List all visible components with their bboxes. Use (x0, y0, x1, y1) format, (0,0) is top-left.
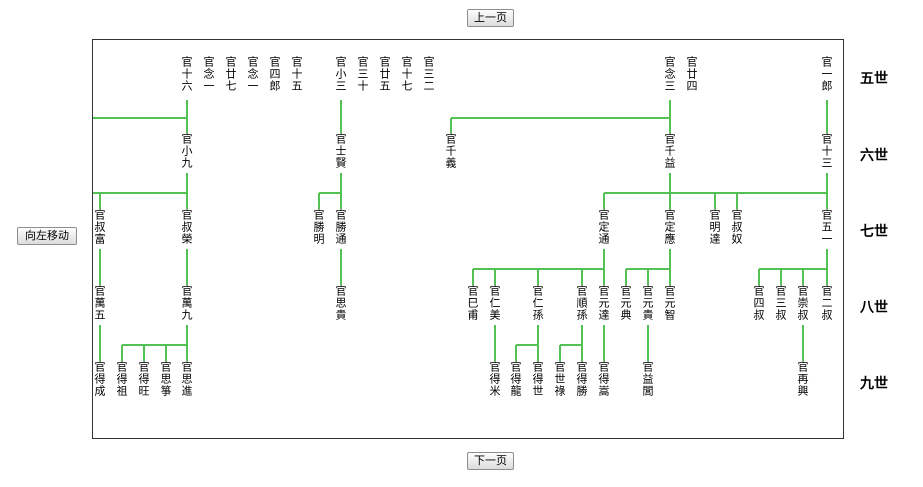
person-node[interactable]: 官士賢 (334, 133, 347, 169)
person-node[interactable]: 官叔富 (93, 209, 106, 245)
person-node[interactable]: 官巳甫 (466, 285, 479, 321)
person-node[interactable]: 官三十 (356, 56, 369, 92)
person-node[interactable]: 官益閭 (641, 361, 654, 397)
move-left-button[interactable]: 向左移动 (17, 227, 77, 245)
person-node[interactable]: 官叔榮 (180, 209, 193, 245)
person-node[interactable]: 官念一 (202, 56, 215, 92)
person-node[interactable]: 官叔奴 (730, 209, 743, 245)
generation-label: 五世 (860, 71, 888, 87)
person-node[interactable]: 官定應 (663, 209, 676, 245)
person-node[interactable]: 官小三 (334, 56, 347, 92)
person-node[interactable]: 官千益 (663, 133, 676, 169)
person-node[interactable]: 官萬五 (93, 285, 106, 321)
generation-label: 八世 (860, 300, 888, 316)
person-node[interactable]: 官崇叔 (796, 285, 809, 321)
person-node[interactable]: 官勝通 (334, 209, 347, 245)
generation-label: 七世 (860, 224, 888, 240)
person-node[interactable]: 官十七 (400, 56, 413, 92)
generation-label: 六世 (860, 148, 888, 164)
person-node[interactable]: 官四郎 (268, 56, 281, 92)
person-node[interactable]: 官得旺 (137, 361, 150, 397)
person-node[interactable]: 官得成 (93, 361, 106, 397)
person-node[interactable]: 官小九 (180, 133, 193, 169)
person-node[interactable]: 官思箏 (159, 361, 172, 397)
person-node[interactable]: 官五一 (820, 209, 833, 245)
person-node[interactable]: 官廿五 (378, 56, 391, 92)
next-page-button[interactable]: 下一页 (467, 452, 514, 470)
person-node[interactable]: 官順孫 (575, 285, 588, 321)
person-node[interactable]: 官十五 (290, 56, 303, 92)
person-node[interactable]: 官勝明 (312, 209, 325, 245)
person-node[interactable]: 官定通 (597, 209, 610, 245)
family-tree-panel: 官十六 官念一 官廿七 官念一 官四郎 官十五 官小三 官三十 官廿五 官十七 … (92, 39, 844, 439)
person-node[interactable]: 官元貴 (641, 285, 654, 321)
person-node[interactable]: 官得祖 (115, 361, 128, 397)
person-node[interactable]: 官世祿 (553, 361, 566, 397)
person-node[interactable]: 官思貴 (334, 285, 347, 321)
person-node[interactable]: 官十六 (180, 56, 193, 92)
person-node[interactable]: 官仁孫 (531, 285, 544, 321)
person-node[interactable]: 官明達 (708, 209, 721, 245)
person-node[interactable]: 官再興 (796, 361, 809, 397)
person-node[interactable]: 官十三 (820, 133, 833, 169)
person-node[interactable]: 官得勝 (575, 361, 588, 397)
person-node[interactable]: 官仁美 (488, 285, 501, 321)
person-node[interactable]: 官廿四 (685, 56, 698, 92)
tree-connector-lines (93, 100, 828, 364)
person-node[interactable]: 官念三 (663, 56, 676, 92)
person-node[interactable]: 官元典 (619, 285, 632, 321)
person-node[interactable]: 官三二 (422, 56, 435, 92)
person-node[interactable]: 官萬九 (180, 285, 193, 321)
generation-label: 九世 (860, 376, 888, 392)
person-node[interactable]: 官千義 (444, 133, 457, 169)
person-node[interactable]: 官念一 (246, 56, 259, 92)
person-node[interactable]: 官廿七 (224, 56, 237, 92)
person-node[interactable]: 官得世 (531, 361, 544, 397)
person-node[interactable]: 官元達 (597, 285, 610, 321)
person-node[interactable]: 官四叔 (752, 285, 765, 321)
person-node[interactable]: 官三叔 (774, 285, 787, 321)
person-node[interactable]: 官元智 (663, 285, 676, 321)
person-node[interactable]: 官得米 (488, 361, 501, 397)
person-node[interactable]: 官得龍 (509, 361, 522, 397)
person-node[interactable]: 官得嵩 (597, 361, 610, 397)
prev-page-button[interactable]: 上一页 (467, 9, 514, 27)
person-node[interactable]: 官思進 (180, 361, 193, 397)
person-node[interactable]: 官一郎 (820, 56, 833, 92)
person-node[interactable]: 官二叔 (820, 285, 833, 321)
